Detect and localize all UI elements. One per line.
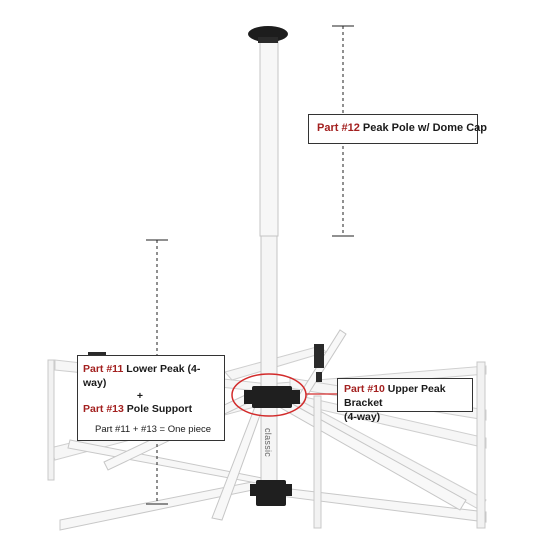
one-piece-note: Part #11 + #13 = One piece (95, 424, 212, 435)
upper-peak-bracket (244, 386, 300, 408)
part-number-2: Part #13 (83, 403, 124, 415)
frame-legs (47, 359, 486, 529)
part-number: Part #11 (83, 363, 124, 375)
part-label: Lower Peak (4-way) (83, 363, 201, 389)
callout-peak-pole: Part #12 Peak Pole w/ Dome Cap (308, 114, 487, 144)
callout-lower-peak: Part #11 Lower Peak (4-way) + Part #13 P… (77, 355, 225, 441)
part-label: Upper Peak Bracket (344, 383, 446, 409)
lower-peak-bracket (250, 480, 292, 506)
callout-upper-bracket: Part #10 Upper Peak Bracket (4-way) (337, 378, 473, 423)
part-number: Part #10 (344, 383, 385, 395)
part-label-2: Pole Support (126, 403, 193, 415)
highlight-circle (231, 373, 307, 417)
part-label-line2: (4-way) (344, 411, 381, 423)
part-number: Part #12 (317, 122, 360, 134)
plus-sign: + (136, 390, 144, 402)
part-label: Peak Pole w/ Dome Cap (362, 122, 487, 134)
lower-arms (59, 439, 487, 531)
brand-label: classic (263, 428, 273, 458)
